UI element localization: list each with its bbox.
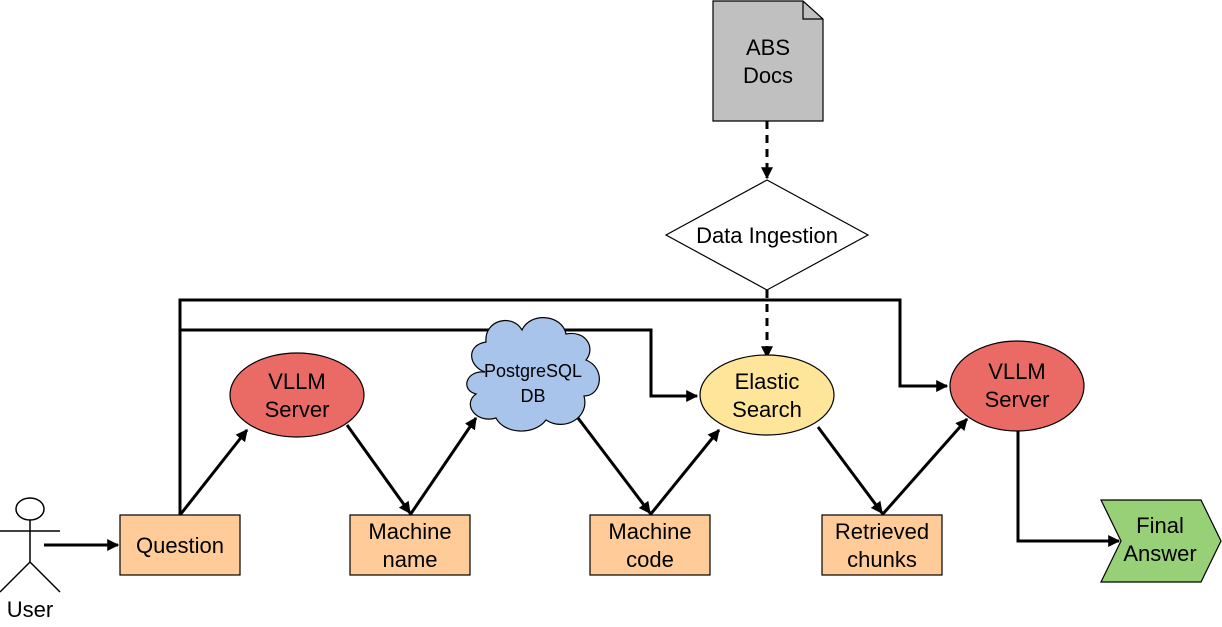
user-label: User [7,597,53,622]
vllm-server-1-node: VLLM Server [229,352,365,438]
edge-vllm-2-to-final-answer [1016,431,1121,547]
machine-code-label-line2: code [626,547,674,572]
abs-docs-label-line2: Docs [743,63,793,88]
machine-name-label-line2: name [382,547,437,572]
vllm-server-2-ellipse [949,340,1085,432]
question-box [119,514,241,576]
final-answer-node: Final Answer [1100,499,1222,583]
retrieved-chunks-label-line1: Retrieved [835,519,929,544]
data-ingestion-label: Data Ingestion [696,223,838,248]
postgresql-db-label-line1: PostgreSQL [484,361,582,381]
machine-code-node: Machine code [589,514,711,576]
vllm-server-1-ellipse [229,352,365,438]
abs-docs-label-line1: ABS [746,35,790,60]
question-node: Question [119,514,241,576]
vllm-server-1-label-line1: VLLM [268,369,325,394]
question-label: Question [136,533,224,558]
final-answer-label-line2: Answer [1123,541,1196,566]
edge-machine-name-to-db [408,417,478,516]
machine-code-label-line1: Machine [608,519,691,544]
cloud-icon [466,317,600,432]
machine-name-node: Machine name [349,514,471,576]
edge-question-to-vllm-2 [178,298,949,392]
edge-vllm-1-to-machine-name [345,424,412,514]
retrieved-chunks-label-line2: chunks [847,547,917,572]
elastic-search-node: Elastic Search [699,354,835,436]
vllm-server-2-label-line2: Server [985,387,1050,412]
document-icon [712,0,824,122]
postgresql-db-label-line2: DB [520,386,545,406]
machine-code-box [589,514,711,576]
machine-name-box [349,514,471,576]
edge-question-to-vllm-1 [178,429,249,516]
decision-diamond [664,179,870,291]
elastic-search-label-line1: Elastic [735,369,800,394]
final-answer-label-line1: Final [1136,513,1184,538]
vllm-server-2-label-line1: VLLM [988,359,1045,384]
user-actor: User [0,497,61,622]
vllm-server-1-label-line2: Server [265,397,330,422]
elastic-search-ellipse [699,354,835,436]
edge-elastic-to-chunks [816,426,884,514]
edge-machine-code-to-elastic [648,429,721,516]
final-answer-step [1100,499,1222,583]
postgresql-db-node: PostgreSQL DB [466,317,600,432]
retrieved-chunks-box [821,514,943,576]
retrieved-chunks-node: Retrieved chunks [821,514,943,576]
machine-name-label-line1: Machine [368,519,451,544]
edges [44,121,1121,551]
edge-question-to-elastic [178,328,699,515]
abs-docs-node: ABS Docs [712,0,824,122]
edge-db-to-machine-code [576,417,652,514]
data-ingestion-node: Data Ingestion [664,179,870,291]
edge-chunks-to-vllm-2 [880,418,969,516]
user-icon [0,497,61,593]
elastic-search-label-line2: Search [732,397,802,422]
vllm-server-2-node: VLLM Server [949,340,1085,432]
